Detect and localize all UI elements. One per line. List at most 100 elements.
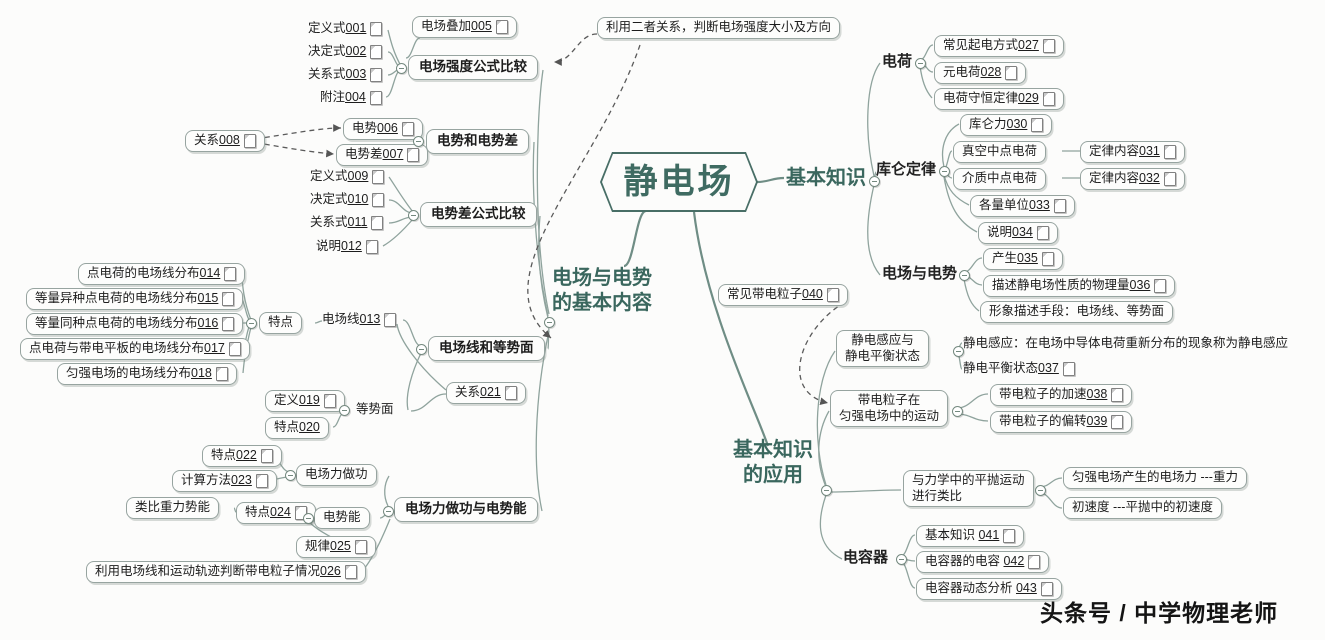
connection-line [538, 215, 549, 319]
connection-line [384, 475, 390, 507]
topic-label: 说明034 [987, 225, 1033, 239]
topic-label: 等势面 [356, 402, 394, 416]
topic-label: 与力学中的平抛运动 进行类比 [912, 473, 1025, 503]
topic-fieldline-013: 电场线013 [322, 312, 397, 328]
topic-item-028: 元电荷028 [934, 62, 1027, 84]
topic-medium-charge: 介质中点电荷 [953, 168, 1047, 190]
topic-capacitor-header: 电容器 [843, 549, 888, 568]
topic-def-001: 定义式001 [308, 21, 383, 37]
topic-feat-020: 特点020 [265, 417, 329, 439]
dashed-connection-line [527, 44, 641, 339]
connection-line [819, 494, 843, 560]
connection-line [388, 176, 414, 213]
topic-defl-039: 带电粒子的偏转039 [990, 411, 1133, 433]
document-icon [255, 473, 268, 488]
connection-line [943, 174, 970, 206]
connection-line [963, 278, 980, 312]
document-icon [1040, 581, 1053, 596]
topic-label: 定义019 [274, 393, 320, 407]
topic-field-force-gravity: 匀强电场产生的电场力 ---重力 [1063, 467, 1247, 489]
connection-line [756, 176, 785, 184]
topic-equipotential: 等势面 [356, 402, 394, 418]
document-icon [365, 239, 378, 254]
topic-label: 关系式003 [308, 67, 367, 81]
topic-label: 电势差007 [345, 147, 404, 161]
topic-item-031: 定律内容031 [1080, 141, 1185, 163]
topic-label: 电场与电势 的基本内容 [552, 267, 652, 314]
connection-line [692, 211, 770, 447]
document-icon [224, 266, 237, 281]
topic-initial-speed: 初速度 ---平抛中的初速度 [1063, 497, 1222, 519]
topic-item-041: 基本知识 041 [916, 525, 1025, 547]
topic-label: 静电感应与 静电平衡状态 [845, 333, 921, 363]
document-icon [222, 316, 235, 331]
document-icon [407, 147, 420, 162]
document-icon [1154, 278, 1167, 293]
topic-item-027: 常见起电方式027 [934, 35, 1064, 57]
document-icon [1005, 65, 1018, 80]
document-icon [370, 67, 383, 82]
topic-det-010: 决定式010 [310, 192, 385, 208]
topic-overlay-005: 电场叠加005 [412, 16, 517, 38]
topic-pot-and-potdiff: 电势和电势差 [426, 129, 529, 154]
topic-work-and-energy: 电场力做功与电势能 [394, 497, 538, 522]
topic-label: 等量同种点电荷的电场线分布016 [35, 316, 219, 330]
topic-field-formula-compare: 电场强度公式比较 [408, 55, 538, 80]
document-icon [1041, 251, 1054, 266]
topic-induction: 静电感应与 静电平衡状态 [836, 330, 930, 368]
document-icon [1053, 198, 1066, 213]
topic-particles-040: 常见带电粒子040 [718, 284, 848, 306]
document-icon [344, 564, 357, 579]
document-icon [384, 312, 397, 327]
topic-label: 说明012 [316, 239, 362, 253]
collapse-connector-icon [938, 165, 950, 177]
topic-label: 静电感应：在电场中导体电荷重新分布的现象称为静电感应 [963, 336, 1289, 350]
document-icon [1042, 91, 1055, 106]
topic-dist-016: 等量同种点电荷的电场线分布016 [26, 313, 244, 335]
topic-main-basics: 基本知识 [786, 166, 866, 191]
connection-line [405, 37, 421, 59]
topic-potdiff-formula-compare: 电势差公式比较 [420, 202, 537, 227]
topic-label: 电场线013 [322, 312, 381, 326]
connection-line [816, 350, 836, 486]
topic-label: 元电荷028 [943, 65, 1002, 79]
topic-label: 关系008 [194, 133, 240, 147]
collapse-connector-icon [958, 269, 970, 281]
connection-line [382, 218, 414, 247]
topic-label: 带电粒子在 匀强电场中的运动 [839, 393, 940, 423]
collapse-connector-icon [245, 317, 257, 329]
topic-features: 特点 [259, 312, 303, 334]
topic-label: 各量单位033 [979, 198, 1050, 212]
collapse-connector-icon [1034, 484, 1046, 496]
topic-rel-021: 关系021 [446, 382, 526, 404]
topic-label: 利用电场线和运动轨迹判断带电粒子情况026 [95, 564, 341, 578]
topic-particle-motion: 带电粒子在 匀强电场中的运动 [830, 390, 949, 428]
topic-calc-023: 计算方法023 [172, 470, 277, 492]
topic-label: 点电荷与带电平板的电场线分布017 [29, 341, 225, 355]
topic-item-036: 描述静电场性质的物理量036 [983, 275, 1176, 297]
topic-rule-025: 规律025 [296, 536, 376, 558]
connection-line [396, 323, 447, 391]
topic-label: 特点020 [274, 420, 320, 434]
document-icon [1111, 414, 1124, 429]
topic-label: 定律内容032 [1089, 171, 1160, 185]
topic-main-application: 基本知识 的应用 [733, 438, 813, 488]
topic-label: 规律025 [305, 539, 351, 553]
document-icon [1062, 361, 1075, 376]
topic-label: 基本知识 的应用 [733, 439, 813, 486]
topic-work-by-field: 电场力做功 [296, 464, 377, 486]
document-icon [370, 44, 383, 59]
topic-dist-018: 匀强电场的电场线分布018 [57, 363, 237, 385]
topic-fieldpot-header: 电场与电势 [882, 265, 957, 284]
connection-line [536, 69, 550, 315]
topic-coulomb-header: 库仑定律 [876, 161, 936, 180]
topic-label: 附注004 [320, 90, 366, 104]
topic-dist-015: 等量异种点电荷的电场线分布015 [26, 288, 244, 310]
topic-label: 初速度 ---平抛中的初速度 [1072, 500, 1213, 514]
topic-label: 静电平衡状态037 [963, 361, 1059, 375]
topic-relation-note: 利用二者关系，判断电场强度大小及方向 [597, 17, 841, 39]
document-icon [323, 393, 336, 408]
topic-feat-024: 特点024 [236, 502, 316, 524]
